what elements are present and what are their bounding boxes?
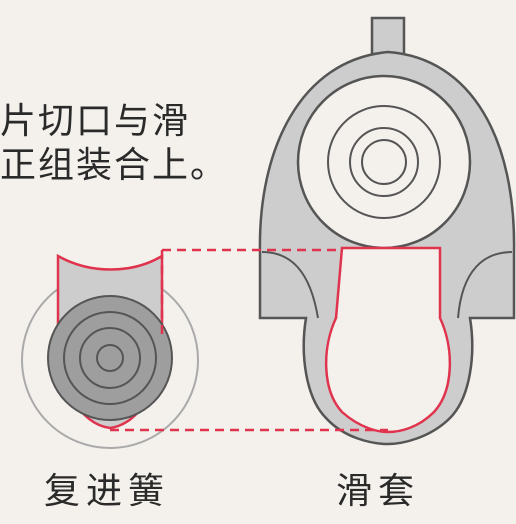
instruction-line-1: 片切口与滑 bbox=[0, 101, 191, 142]
slide-spring-channel bbox=[324, 246, 452, 434]
recoil-spring-label: 复进簧 bbox=[44, 471, 171, 512]
slide-channel-side-left bbox=[302, 317, 327, 419]
recoil-spring-front-view bbox=[21, 253, 199, 449]
slide-front-view bbox=[258, 16, 516, 446]
slide-label: 滑套 bbox=[336, 471, 421, 512]
slide-barrel-ring-3 bbox=[349, 127, 419, 197]
alignment-guides bbox=[110, 248, 388, 432]
spring-coil-ring-3 bbox=[79, 327, 141, 389]
slide-barrel-ring-4 bbox=[361, 139, 407, 185]
slide-channel-side-right bbox=[449, 317, 474, 419]
slide-barrel-ring-2 bbox=[327, 105, 441, 219]
slide-shoulder-right bbox=[457, 251, 513, 319]
instruction-line-2: 正组装合上。 bbox=[0, 145, 229, 186]
slide-front-sight bbox=[370, 16, 406, 56]
spring-coil-ring-2 bbox=[63, 311, 157, 405]
spring-coil-core bbox=[96, 344, 124, 372]
slide-shoulder-left bbox=[261, 251, 319, 319]
slide-barrel-outer bbox=[296, 74, 472, 250]
